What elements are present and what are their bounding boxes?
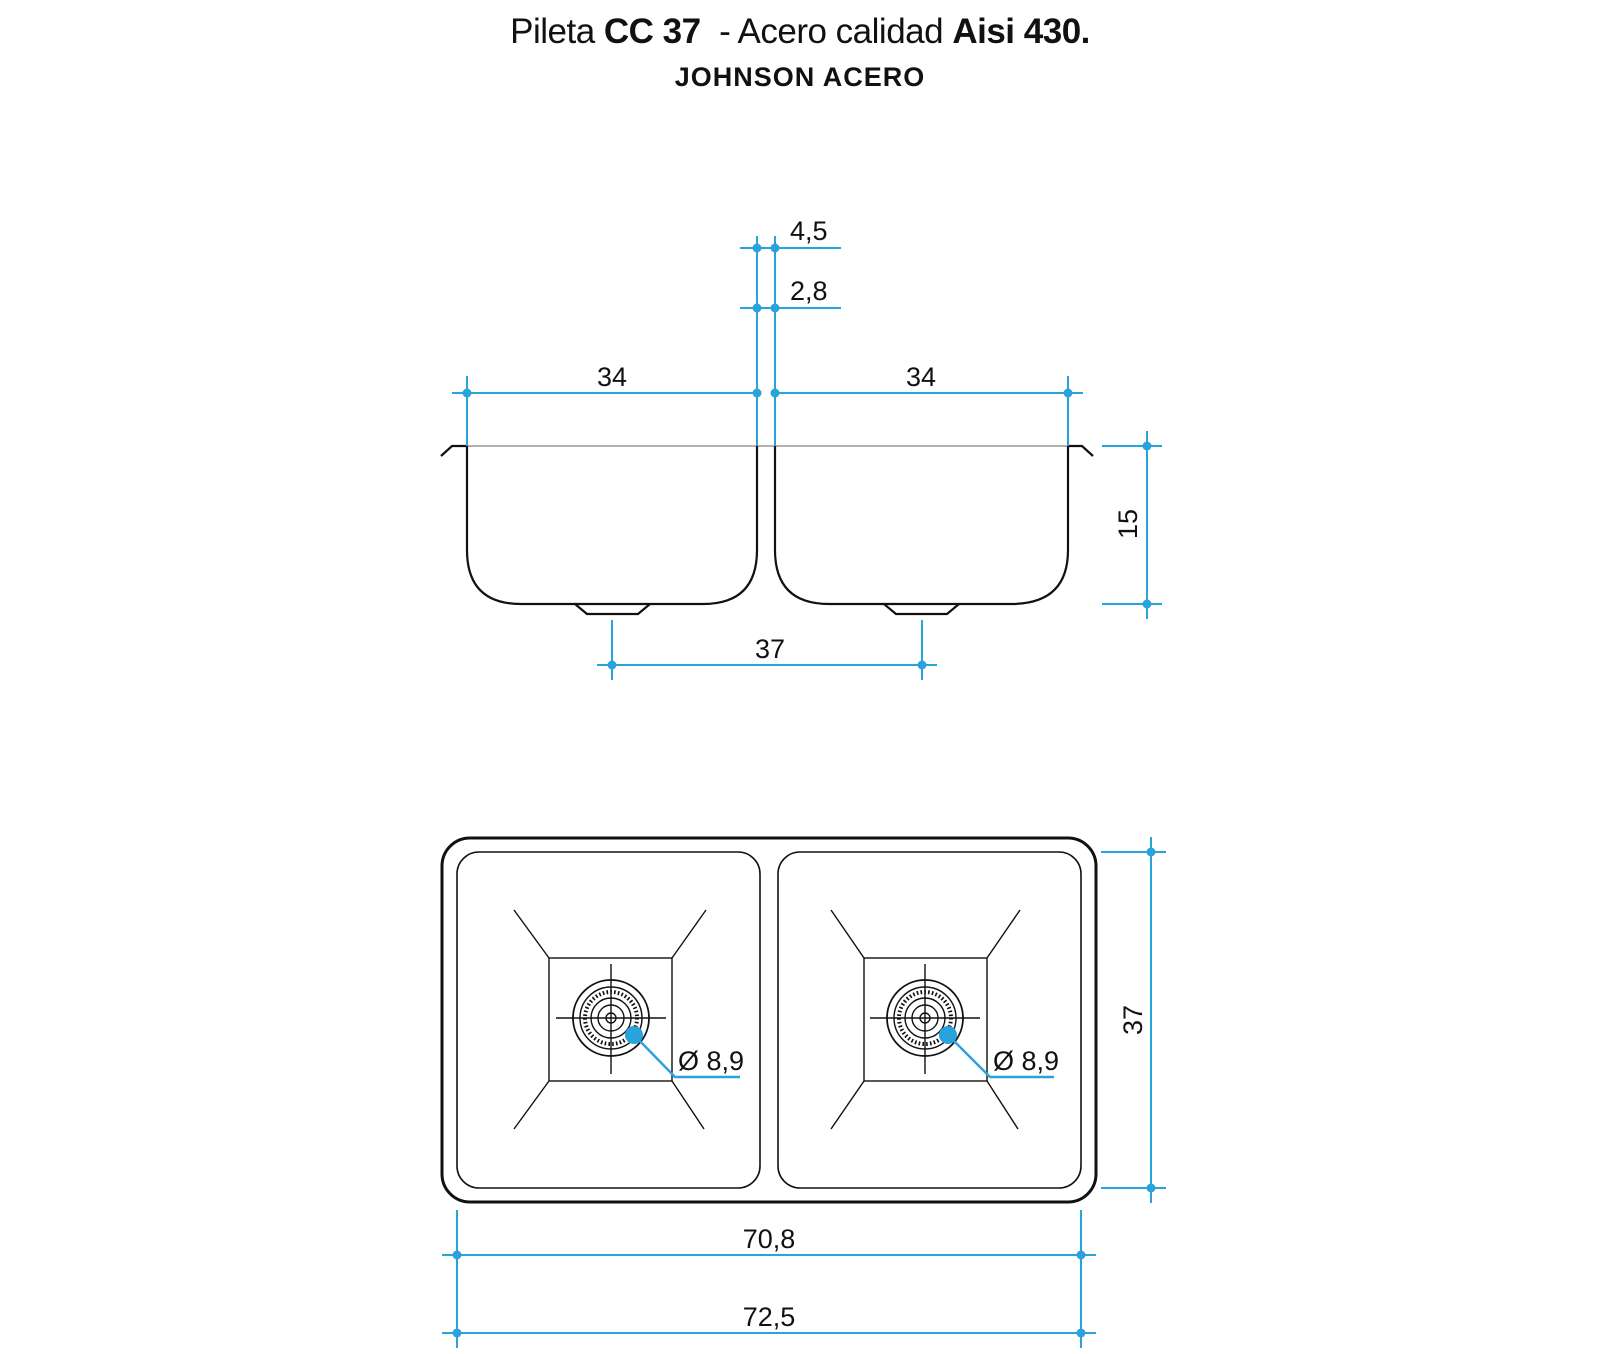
side-view bbox=[440, 444, 1094, 616]
label-left-diameter: Ø 8,9 bbox=[678, 1046, 744, 1076]
left-drain-ring bbox=[579, 986, 643, 1050]
side-dimensions bbox=[452, 236, 1162, 680]
dim-dot bbox=[607, 660, 617, 670]
left-drain-core bbox=[597, 1004, 625, 1032]
brand-name: JOHNSON ACERO bbox=[674, 62, 926, 92]
right-drain-square bbox=[863, 957, 988, 1082]
side-left-bowl bbox=[465, 446, 759, 606]
dim-dot bbox=[917, 660, 927, 670]
right-drain-outer bbox=[886, 979, 964, 1057]
left-drain-grid bbox=[583, 990, 639, 1046]
title-block: Pileta CC 37 - Acero calidad Aisi 430. J… bbox=[0, 8, 1600, 93]
side-right-lip bbox=[1068, 444, 1094, 457]
label-width-72-5: 72,5 bbox=[743, 1302, 796, 1332]
dim-dot bbox=[1076, 1328, 1086, 1338]
dim-dot bbox=[752, 303, 762, 313]
right-bowl-detail bbox=[830, 909, 1021, 1130]
dim-dot bbox=[1146, 847, 1156, 857]
left-diag-br bbox=[671, 1080, 705, 1130]
title-middle: - Acero calidad bbox=[719, 12, 944, 51]
material-name: Aisi 430. bbox=[952, 12, 1090, 51]
dim-dot bbox=[1142, 599, 1152, 609]
page-title: Pileta CC 37 - Acero calidad Aisi 430. bbox=[0, 8, 1600, 56]
dim-dot bbox=[1076, 1250, 1086, 1260]
right-leader-line bbox=[947, 1034, 1054, 1079]
side-right-bowl bbox=[773, 446, 1070, 606]
dim-dot bbox=[462, 388, 472, 398]
right-diag-bl bbox=[830, 1080, 865, 1130]
left-drain-center bbox=[605, 1012, 617, 1024]
label-width-70-8: 70,8 bbox=[743, 1224, 796, 1254]
right-drain-ring bbox=[893, 986, 957, 1050]
left-leader-line bbox=[633, 1034, 740, 1079]
dim-dot bbox=[452, 1328, 462, 1338]
right-diag-tr bbox=[986, 909, 1021, 959]
title-prefix: Pileta bbox=[510, 12, 595, 51]
side-dimension-labels: 4,5 2,8 34 34 37 15 bbox=[597, 216, 1143, 664]
label-depth-15: 15 bbox=[1113, 509, 1143, 539]
dim-dot bbox=[752, 388, 762, 398]
label-2-8: 2,8 bbox=[790, 276, 828, 306]
right-diag-br bbox=[986, 1080, 1019, 1130]
right-drain-grid bbox=[897, 990, 953, 1046]
left-drain-inner bbox=[590, 997, 632, 1039]
diameter-leaders bbox=[625, 1026, 1054, 1079]
side-left-drain bbox=[574, 603, 651, 616]
dim-dot bbox=[770, 388, 780, 398]
label-depth-37: 37 bbox=[1118, 1005, 1148, 1035]
top-dimension-labels: Ø 8,9 Ø 8,9 37 70,8 72,5 bbox=[678, 1005, 1148, 1332]
dim-dot bbox=[452, 1250, 462, 1260]
label-drain-37: 37 bbox=[755, 634, 785, 664]
left-diag-bl bbox=[513, 1080, 550, 1130]
left-diag-tl bbox=[513, 909, 550, 959]
outer-frame bbox=[440, 836, 1098, 1204]
top-view bbox=[440, 836, 1098, 1204]
right-diag-tl bbox=[830, 909, 865, 959]
model-name: CC 37 bbox=[603, 12, 701, 51]
left-bowl-detail bbox=[513, 909, 707, 1130]
side-left-lip bbox=[440, 444, 467, 457]
right-bowl-top bbox=[777, 851, 1082, 1189]
side-right-drain bbox=[883, 603, 960, 616]
label-right-diameter: Ø 8,9 bbox=[993, 1046, 1059, 1076]
dim-dot bbox=[770, 243, 780, 253]
dim-dot bbox=[1142, 441, 1152, 451]
label-right-34: 34 bbox=[906, 362, 936, 392]
top-dimensions bbox=[442, 837, 1166, 1348]
label-left-34: 34 bbox=[597, 362, 627, 392]
left-diag-tr bbox=[671, 909, 707, 959]
dim-dot bbox=[1063, 388, 1073, 398]
label-4-5: 4,5 bbox=[790, 216, 828, 246]
dim-dot bbox=[752, 243, 762, 253]
left-drain-outer bbox=[572, 979, 650, 1057]
right-drain-inner bbox=[904, 997, 946, 1039]
dim-dot bbox=[770, 303, 780, 313]
left-drain-square bbox=[548, 957, 673, 1082]
right-drain-core bbox=[911, 1004, 939, 1032]
left-bowl-top bbox=[456, 851, 761, 1189]
right-drain-center bbox=[919, 1012, 931, 1024]
dim-dot bbox=[1146, 1183, 1156, 1193]
